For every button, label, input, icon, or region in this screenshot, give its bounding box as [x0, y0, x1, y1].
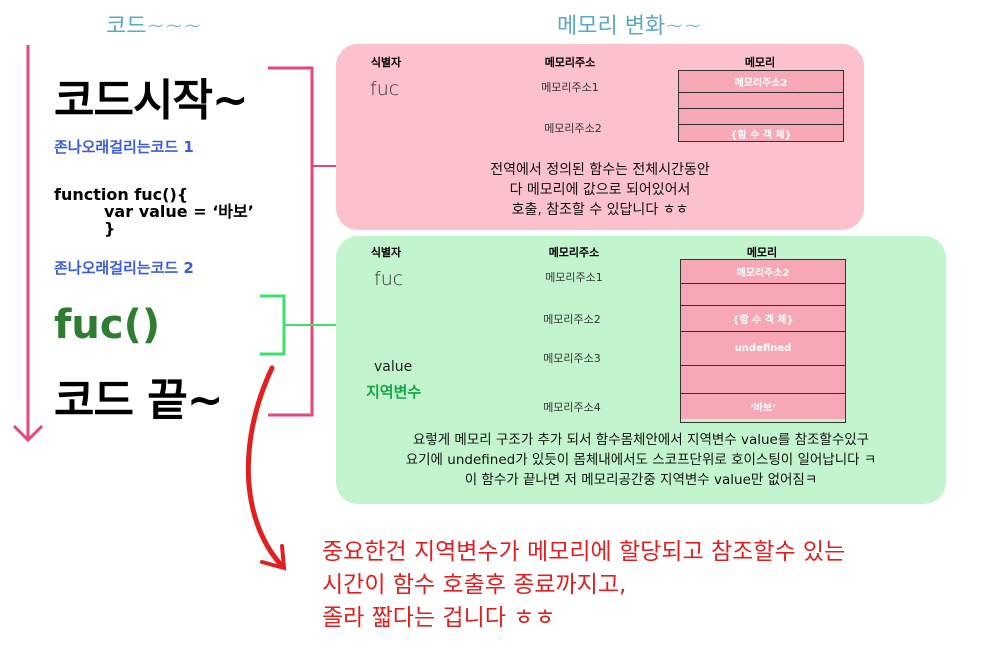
conclusion-line: 졸라 짧다는 겁니다 ㅎㅎ [322, 605, 556, 631]
function-def-line1: function fuc(){ [54, 185, 189, 204]
p1-address-2: 메모리주소2 [544, 122, 602, 135]
p1-address-1: 메모리주소1 [541, 81, 599, 94]
p1-memory-table: 메모리주소2 {함 수 객 체} [678, 70, 844, 142]
p2-memory-cell: 메모리주소2 [681, 260, 845, 284]
code-start-label: 코드시작~ [54, 75, 249, 126]
p2-col-memory: 메모리 [746, 246, 778, 259]
p2-address-3: 메모리주소3 [543, 352, 601, 365]
p1-col-identifier: 식별자 [370, 56, 402, 69]
function-call-label: fuc() [54, 302, 161, 348]
local-variable-label: 지역변수 [366, 383, 422, 401]
conclusion-line: 시간이 함수 호출후 종료까지고, [322, 572, 627, 598]
pink-bracket [268, 66, 314, 417]
p1-explanation: 전역에서 정의된 함수는 전체시간동안 다 메모리에 값으로 되어있어서 호출,… [336, 160, 864, 220]
p2-memory-cell: undefined [681, 332, 845, 366]
p1-memory-cell [679, 93, 843, 109]
p2-col-address: 메모리주소 [548, 246, 600, 259]
code-header: 코드~~~ [106, 14, 202, 39]
p2-text-line: 이 함수가 끝나면 저 메모리공간중 지역변수 value만 없어짐ㅋ [464, 472, 818, 488]
memory-header: 메모리 변화~~ [557, 14, 703, 39]
red-arrow-head [260, 544, 287, 571]
p1-text-line: 전역에서 정의된 함수는 전체시간동안 [490, 162, 710, 178]
code-end-label: 코드 끝~ [54, 375, 224, 426]
conclusion-text: 중요한건 지역변수가 메모리에 할당되고 참조할수 있는 시간이 함수 호출후 … [322, 536, 990, 635]
conclusion-line: 중요한건 지역변수가 메모리에 할당되고 참조할수 있는 [322, 539, 846, 565]
p2-memory-table: 메모리주소2 {함 수 객 체} undefined ‘바보’ [680, 259, 846, 423]
p2-memory-cell [681, 366, 845, 394]
p2-explanation: 요렇게 메모리 구조가 추가 되서 함수몸체안에서 지역변수 value를 참조… [336, 430, 946, 490]
timeline-arrow-head [12, 424, 44, 443]
p2-memory-cell [681, 284, 845, 306]
p2-text-line: 요렇게 메모리 구조가 추가 되서 함수몸체안에서 지역변수 value를 참조… [412, 432, 870, 448]
function-def-line3: } [104, 219, 116, 238]
p1-identifier-fuc: fuc [370, 78, 400, 100]
p1-memory-cell: 메모리주소2 [679, 71, 843, 93]
p1-text-line: 호출, 참조할 수 있답니다 ㅎㅎ [511, 202, 689, 218]
long-code-2-label: 존나오래걸리는코드 2 [54, 259, 194, 277]
p2-address-4: 메모리주소4 [543, 401, 601, 414]
p2-identifier-value: value [374, 359, 413, 375]
p2-text-line: 요기에 undefined가 있듯이 몸체내에서도 스코프단위로 호이스팅이 일… [405, 452, 877, 468]
p2-memory-cell: ‘바보’ [681, 394, 845, 419]
p2-address-1: 메모리주소1 [545, 271, 603, 284]
function-def-line2: var value = ‘바보’ [104, 202, 254, 221]
p1-col-memory: 메모리 [744, 56, 776, 69]
p1-text-line: 다 메모리에 값으로 되어있어서 [509, 182, 691, 198]
red-curved-arrow [245, 365, 285, 569]
long-code-1-label: 존나오래걸리는코드 1 [54, 138, 194, 156]
p2-identifier-fuc: fuc [374, 268, 404, 290]
p2-col-identifier: 식별자 [370, 246, 402, 259]
green-bracket [260, 294, 286, 356]
p2-address-2: 메모리주소2 [543, 313, 601, 326]
p1-col-address: 메모리주소 [544, 56, 596, 69]
p1-memory-cell: {함 수 객 체} [679, 125, 843, 141]
p2-memory-cell: {함 수 객 체} [681, 306, 845, 332]
p1-memory-cell [679, 109, 843, 125]
